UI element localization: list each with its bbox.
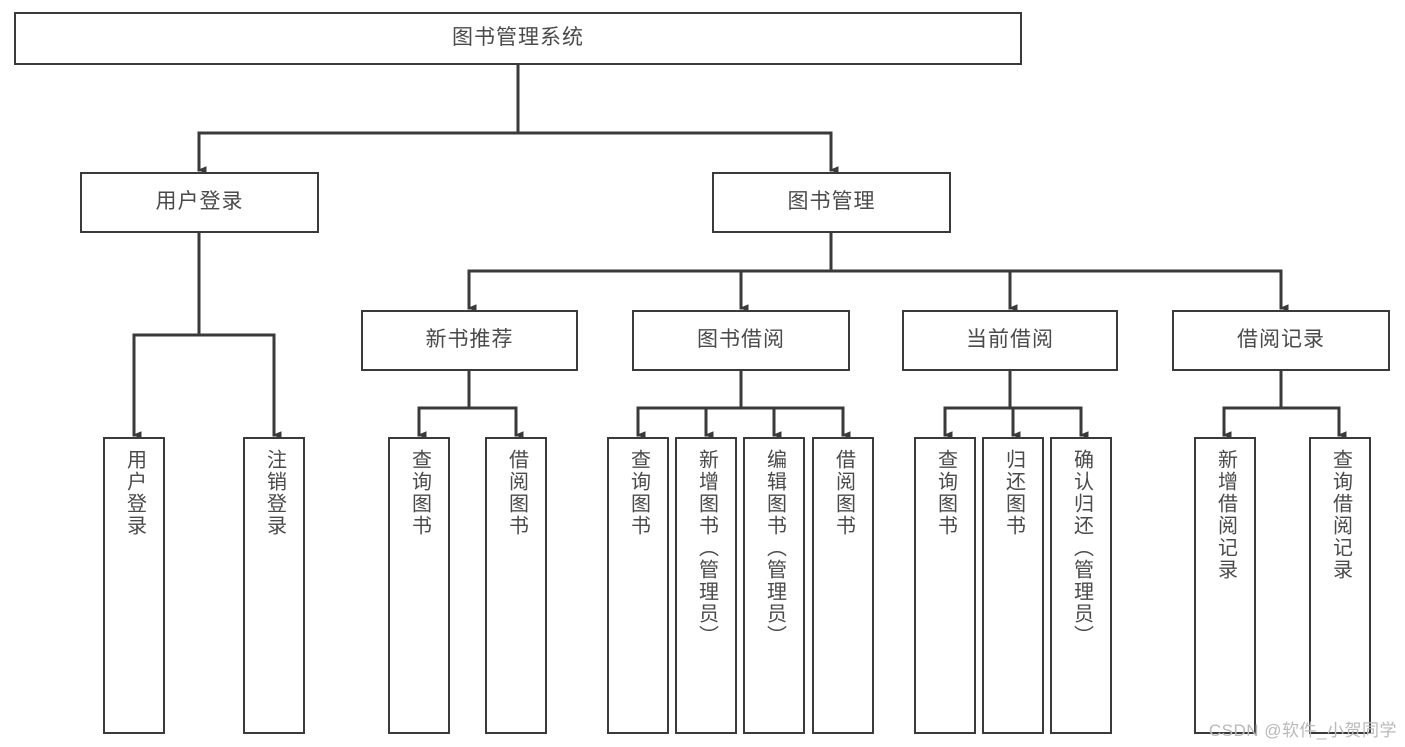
node-user-login-label: 用户登录 xyxy=(155,190,244,214)
node-book-manage[interactable]: 图书管理 xyxy=(712,172,951,233)
node-borrow-record-label: 借阅记录 xyxy=(1237,328,1325,352)
node-borrow-record[interactable]: 借阅记录 xyxy=(1172,310,1390,371)
node-leaf-user-logout[interactable]: 注销登录 xyxy=(243,437,305,734)
node-current-borrow-label: 当前借阅 xyxy=(966,328,1054,352)
node-new-book-recommend[interactable]: 新书推荐 xyxy=(361,310,578,371)
node-leaf-add-book[interactable]: 新增图书（管理员） xyxy=(675,437,737,734)
watermark: CSDN @软件_小贺同学 xyxy=(1208,721,1397,740)
node-leaf-user-logout-label: 注销登录 xyxy=(263,449,286,537)
node-new-book-recommend-label: 新书推荐 xyxy=(425,328,514,352)
node-leaf-query-book-3[interactable]: 查询图书 xyxy=(914,437,976,734)
node-leaf-user-login-label: 用户登录 xyxy=(123,449,146,537)
node-leaf-borrow-book-1-label: 借阅图书 xyxy=(505,449,528,537)
node-leaf-confirm-return[interactable]: 确认归还（管理员） xyxy=(1050,437,1112,734)
node-leaf-borrow-book-2[interactable]: 借阅图书 xyxy=(812,437,874,734)
node-leaf-edit-book-label: 编辑图书（管理员） xyxy=(763,449,786,647)
node-leaf-query-book-2-label: 查询图书 xyxy=(627,449,650,537)
node-leaf-query-book-1-label: 查询图书 xyxy=(408,449,431,537)
node-leaf-add-record-label: 新增借阅记录 xyxy=(1214,449,1237,581)
node-leaf-user-login[interactable]: 用户登录 xyxy=(103,437,165,734)
node-current-borrow[interactable]: 当前借阅 xyxy=(902,310,1118,371)
node-leaf-query-book-1[interactable]: 查询图书 xyxy=(388,437,450,734)
node-leaf-add-record[interactable]: 新增借阅记录 xyxy=(1194,437,1256,734)
node-root-label: 图书管理系统 xyxy=(452,26,584,50)
node-leaf-edit-book[interactable]: 编辑图书（管理员） xyxy=(743,437,805,734)
node-leaf-borrow-book-2-label: 借阅图书 xyxy=(832,449,855,537)
node-book-borrow-label: 图书借阅 xyxy=(697,328,785,352)
node-leaf-query-book-2[interactable]: 查询图书 xyxy=(607,437,669,734)
node-root[interactable]: 图书管理系统 xyxy=(14,12,1022,65)
node-leaf-return-book-label: 归还图书 xyxy=(1002,449,1025,537)
node-user-login[interactable]: 用户登录 xyxy=(80,172,319,233)
node-leaf-add-book-label: 新增图书（管理员） xyxy=(695,449,718,647)
node-leaf-query-record[interactable]: 查询借阅记录 xyxy=(1309,437,1371,734)
node-leaf-query-record-label: 查询借阅记录 xyxy=(1329,449,1352,581)
node-leaf-return-book[interactable]: 归还图书 xyxy=(982,437,1044,734)
node-book-manage-label: 图书管理 xyxy=(787,190,876,214)
node-leaf-query-book-3-label: 查询图书 xyxy=(934,449,957,537)
node-leaf-borrow-book-1[interactable]: 借阅图书 xyxy=(485,437,547,734)
node-book-borrow[interactable]: 图书借阅 xyxy=(632,310,850,371)
node-leaf-confirm-return-label: 确认归还（管理员） xyxy=(1070,449,1093,647)
